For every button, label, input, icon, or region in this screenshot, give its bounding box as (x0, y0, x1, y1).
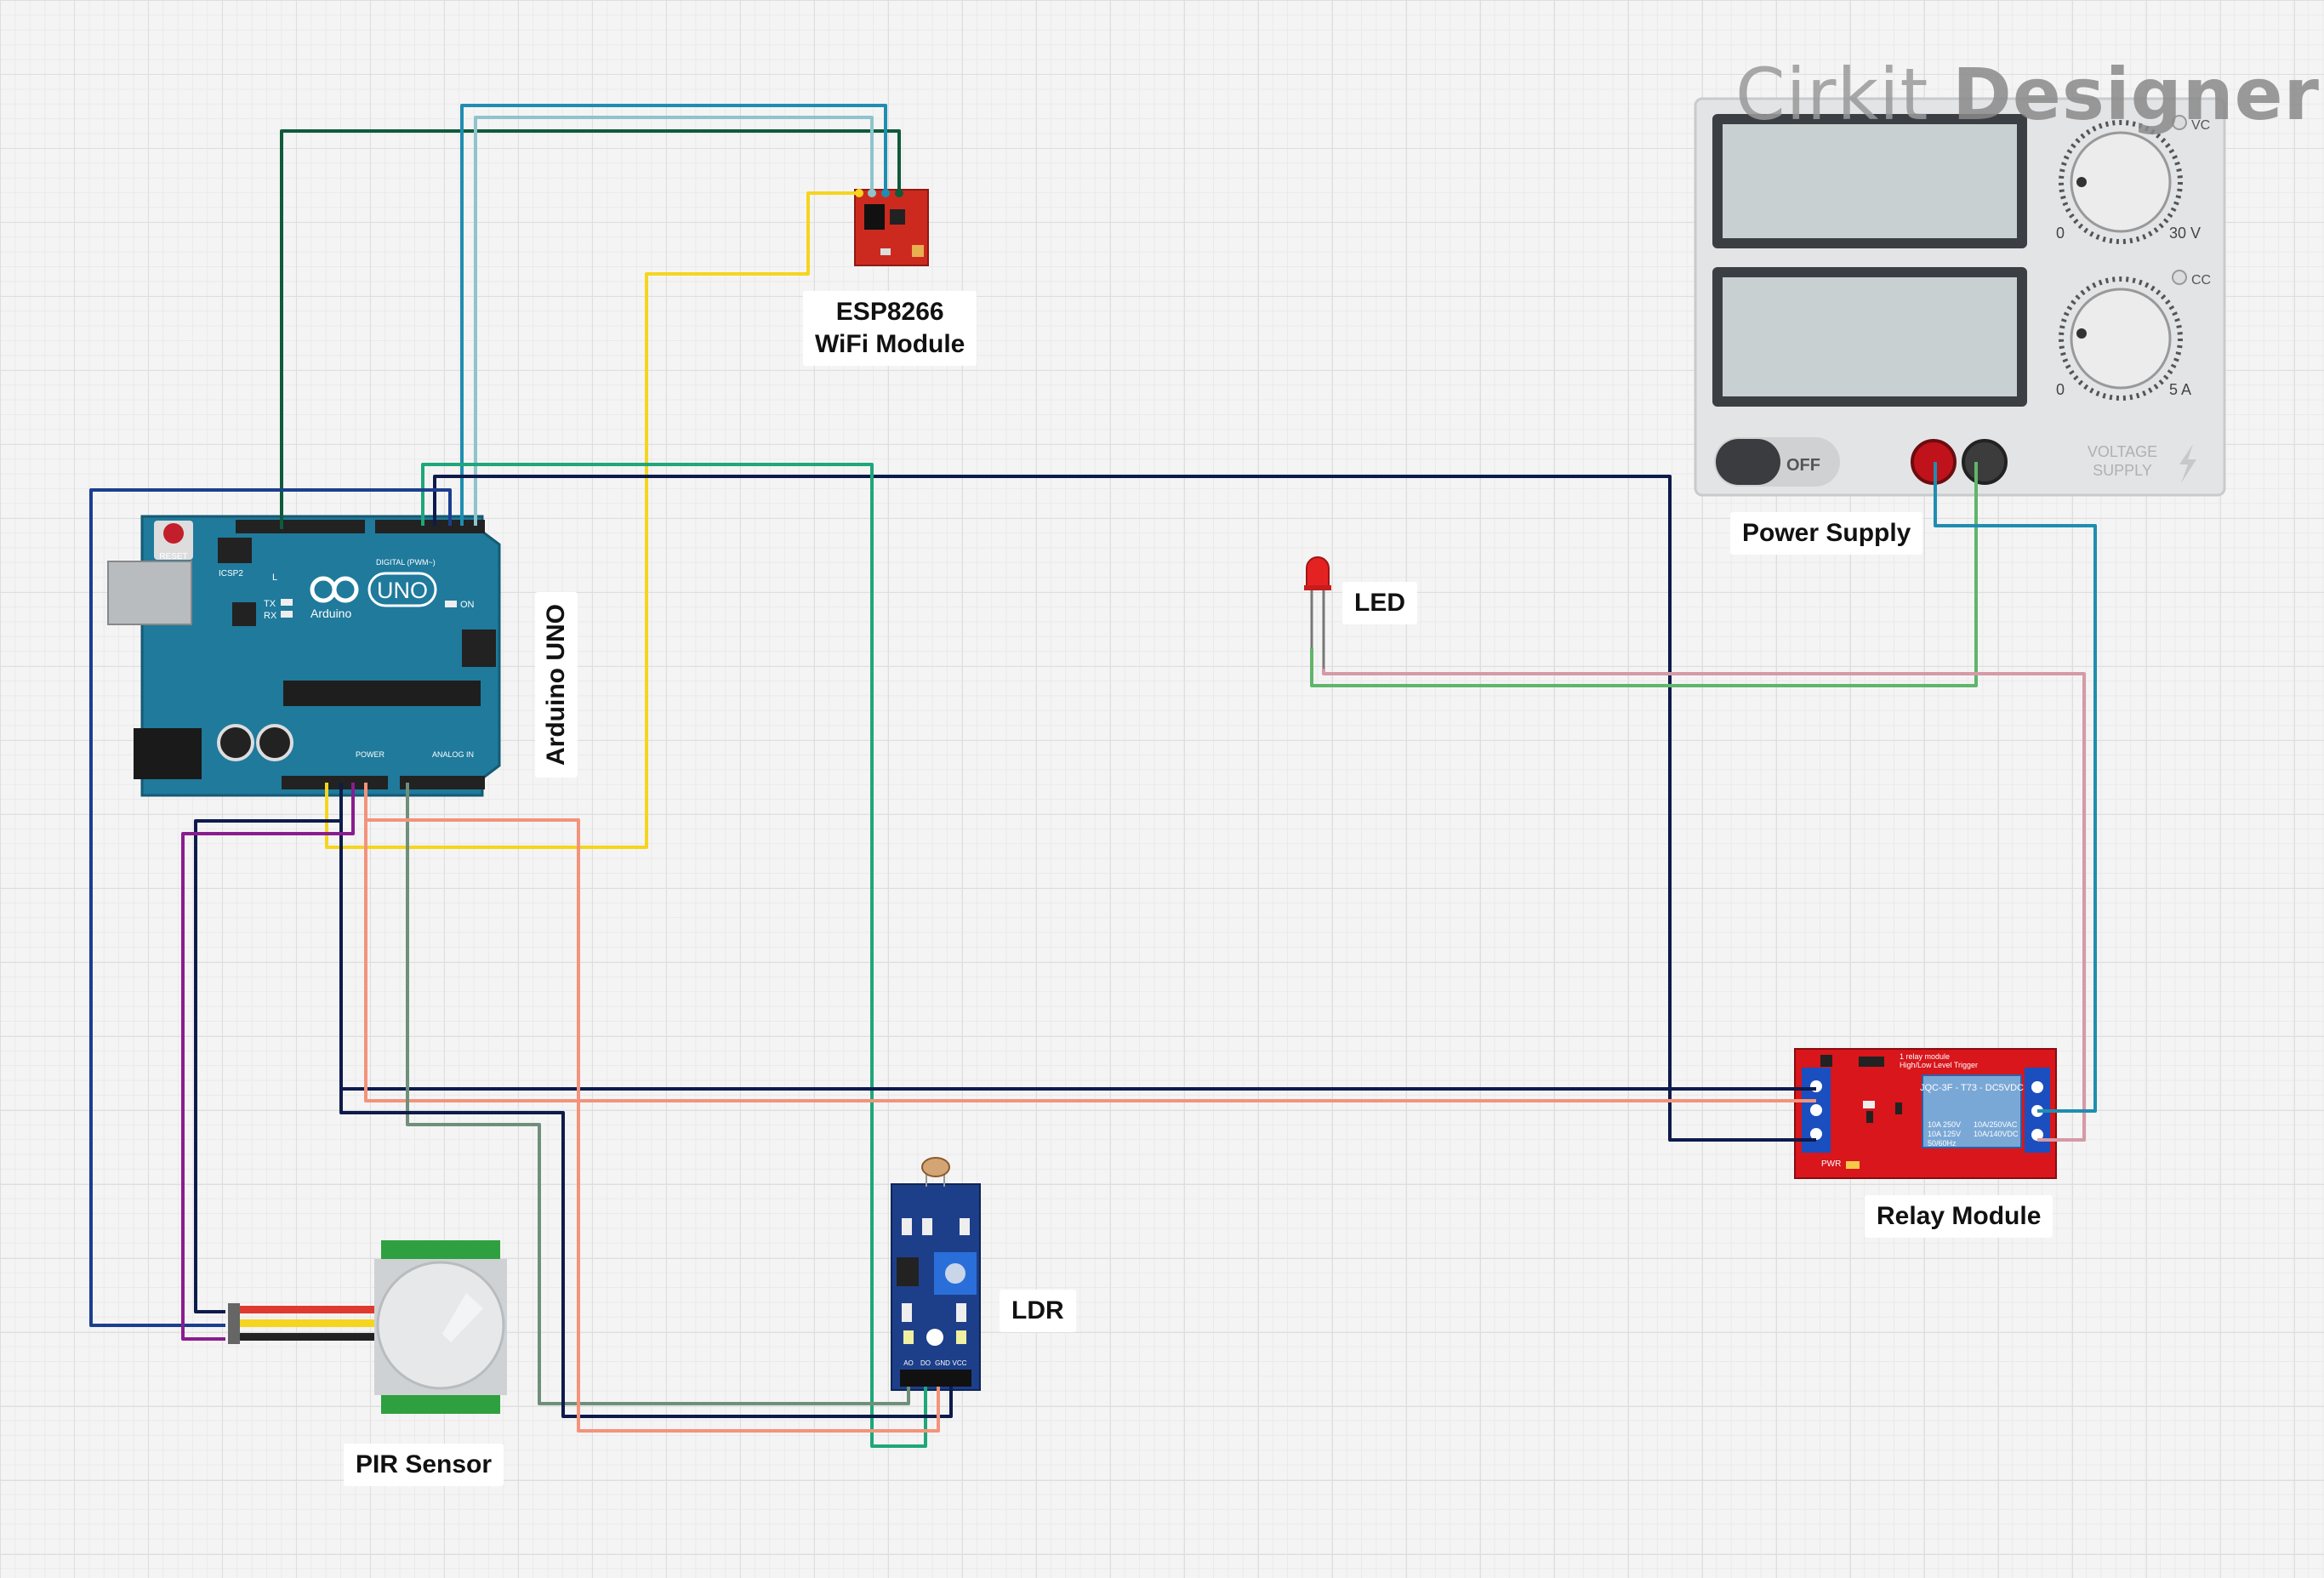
power-jack (134, 728, 202, 779)
icsp2-header (218, 538, 252, 563)
wire-gnd-pir (181, 783, 355, 1341)
relay-title-1: 1 relay module (1900, 1052, 1950, 1061)
led-label[interactable]: LED (1342, 582, 1417, 624)
arduino-brand-text: Arduino (310, 607, 351, 620)
ldr-module[interactable]: AO DO GND VCC (891, 1157, 981, 1391)
wire-ldr-do (421, 463, 927, 1448)
ldr-pin-ao: AO (903, 1359, 914, 1367)
wire-5v-pir (194, 783, 343, 1313)
power-header (282, 776, 388, 789)
cc-indicator (2172, 270, 2187, 285)
relay-module[interactable]: JQC-3F - T73 - DC5VDC 10A 250V 10A 125V … (1794, 1048, 2057, 1179)
bolt-icon (2179, 444, 2196, 483)
digital-header-2 (375, 520, 485, 533)
vc-indicator (2172, 115, 2187, 130)
esp8266-label[interactable]: ESP8266 WiFi Module (803, 291, 977, 366)
reset-text: RESET (159, 552, 187, 561)
supply-caption-1: VOLTAGE (2088, 443, 2157, 460)
wire-led-supply (1310, 462, 1978, 687)
esp8266-module[interactable] (854, 189, 929, 266)
reset-button[interactable] (163, 523, 184, 544)
a-max-text: 5 A (2169, 381, 2191, 398)
atmega-chip (283, 681, 481, 706)
digital-text: DIGITAL (PWM~) (376, 558, 436, 567)
l-led-text: L (272, 573, 277, 583)
pir-sensor[interactable] (228, 1240, 507, 1414)
wire-led-relay (1322, 669, 2086, 1142)
power-supply-label[interactable]: Power Supply (1730, 512, 1923, 555)
arduino-logo: UNO Arduino (310, 572, 437, 620)
relay-coil (1922, 1074, 2022, 1148)
v-min-text: 0 (2056, 225, 2065, 242)
vc-text: VC (2191, 118, 2210, 133)
wire-ldr-gnd (339, 1089, 953, 1418)
uno-text: UNO (377, 578, 428, 603)
wire-supply-relay (1934, 462, 2097, 1113)
wires (89, 104, 2097, 1448)
a-min-text: 0 (2056, 381, 2065, 398)
cc-text: CC (2191, 273, 2211, 288)
wire-ldr-vcc (366, 818, 940, 1433)
negative-terminal[interactable] (1962, 439, 2008, 485)
relay-label[interactable]: Relay Module (1865, 1195, 2053, 1238)
wire-5v (339, 783, 1816, 1091)
pir-label[interactable]: PIR Sensor (344, 1444, 504, 1486)
ldr-pin-vcc: VCC (953, 1359, 967, 1367)
relay-rating-5: 50/60Hz (1928, 1139, 1957, 1148)
wire-esp-gnd (280, 129, 901, 529)
relay-title-2: High/Low Level Trigger (1900, 1061, 1978, 1069)
voltage-knob[interactable] (2059, 120, 2183, 244)
power-switch[interactable]: OFF (1714, 437, 1840, 487)
tx-text: TX (264, 599, 276, 609)
brand-part-2: Designer (1952, 53, 2320, 136)
wire-relay-in (433, 475, 1816, 1142)
v-max-text: 30 V (2169, 225, 2201, 242)
wire-pir-out (89, 488, 452, 1327)
rx-text: RX (264, 611, 277, 621)
icsp-header (462, 629, 496, 667)
arduino-label[interactable]: Arduino UNO (535, 592, 578, 778)
ldr-label[interactable]: LDR (1000, 1290, 1076, 1332)
wire-esp-tx (460, 104, 887, 526)
analog-header (400, 776, 485, 789)
arduino-uno[interactable]: RESET ICSP2 UNO Arduino L TX RX ON DIGIT… (107, 515, 501, 797)
on-text: ON (460, 600, 475, 610)
power-header-text: POWER (356, 750, 385, 759)
ldr-pin-gnd: GND (935, 1359, 950, 1367)
wire-ldr-ao (406, 783, 910, 1405)
relay-coil-text: JQC-3F - T73 - DC5VDC (1920, 1083, 2024, 1093)
wire-esp-vcc (325, 191, 859, 849)
supply-caption-2: SUPPLY (2093, 462, 2152, 479)
switch-text: OFF (1786, 456, 1820, 475)
relay-rating-4: 10A/140VDC (1974, 1130, 2019, 1138)
led[interactable] (1304, 556, 1331, 669)
relay-pwr-text: PWR (1821, 1159, 1841, 1169)
brand-part-1: Cirkit (1735, 53, 1929, 136)
relay-rating-2: 10A 125V (1928, 1130, 1961, 1138)
cirkit-designer-logo: Cirkit Designer (1735, 53, 2320, 136)
ldr-pin-do: DO (920, 1359, 931, 1367)
relay-rating-1: 10A 250V (1928, 1120, 1961, 1129)
wire-esp-rx (474, 116, 874, 526)
esp8266-label-line2: WiFi Module (815, 330, 965, 358)
digital-header-1 (236, 520, 365, 533)
current-knob[interactable] (2059, 276, 2183, 401)
relay-rating-3: 10A/250VAC (1974, 1120, 2018, 1129)
analog-header-text: ANALOG IN (432, 750, 474, 759)
photoresistor (921, 1157, 950, 1177)
wire-gnd-relay (364, 783, 1816, 1102)
esp8266-label-line1: ESP8266 (835, 298, 944, 326)
icsp2-text: ICSP2 (219, 569, 243, 578)
usb-port (107, 561, 192, 625)
power-supply[interactable]: VC CC 0 30 V 0 5 A OFF VOLTAGE SUPPLY (1694, 97, 2226, 497)
